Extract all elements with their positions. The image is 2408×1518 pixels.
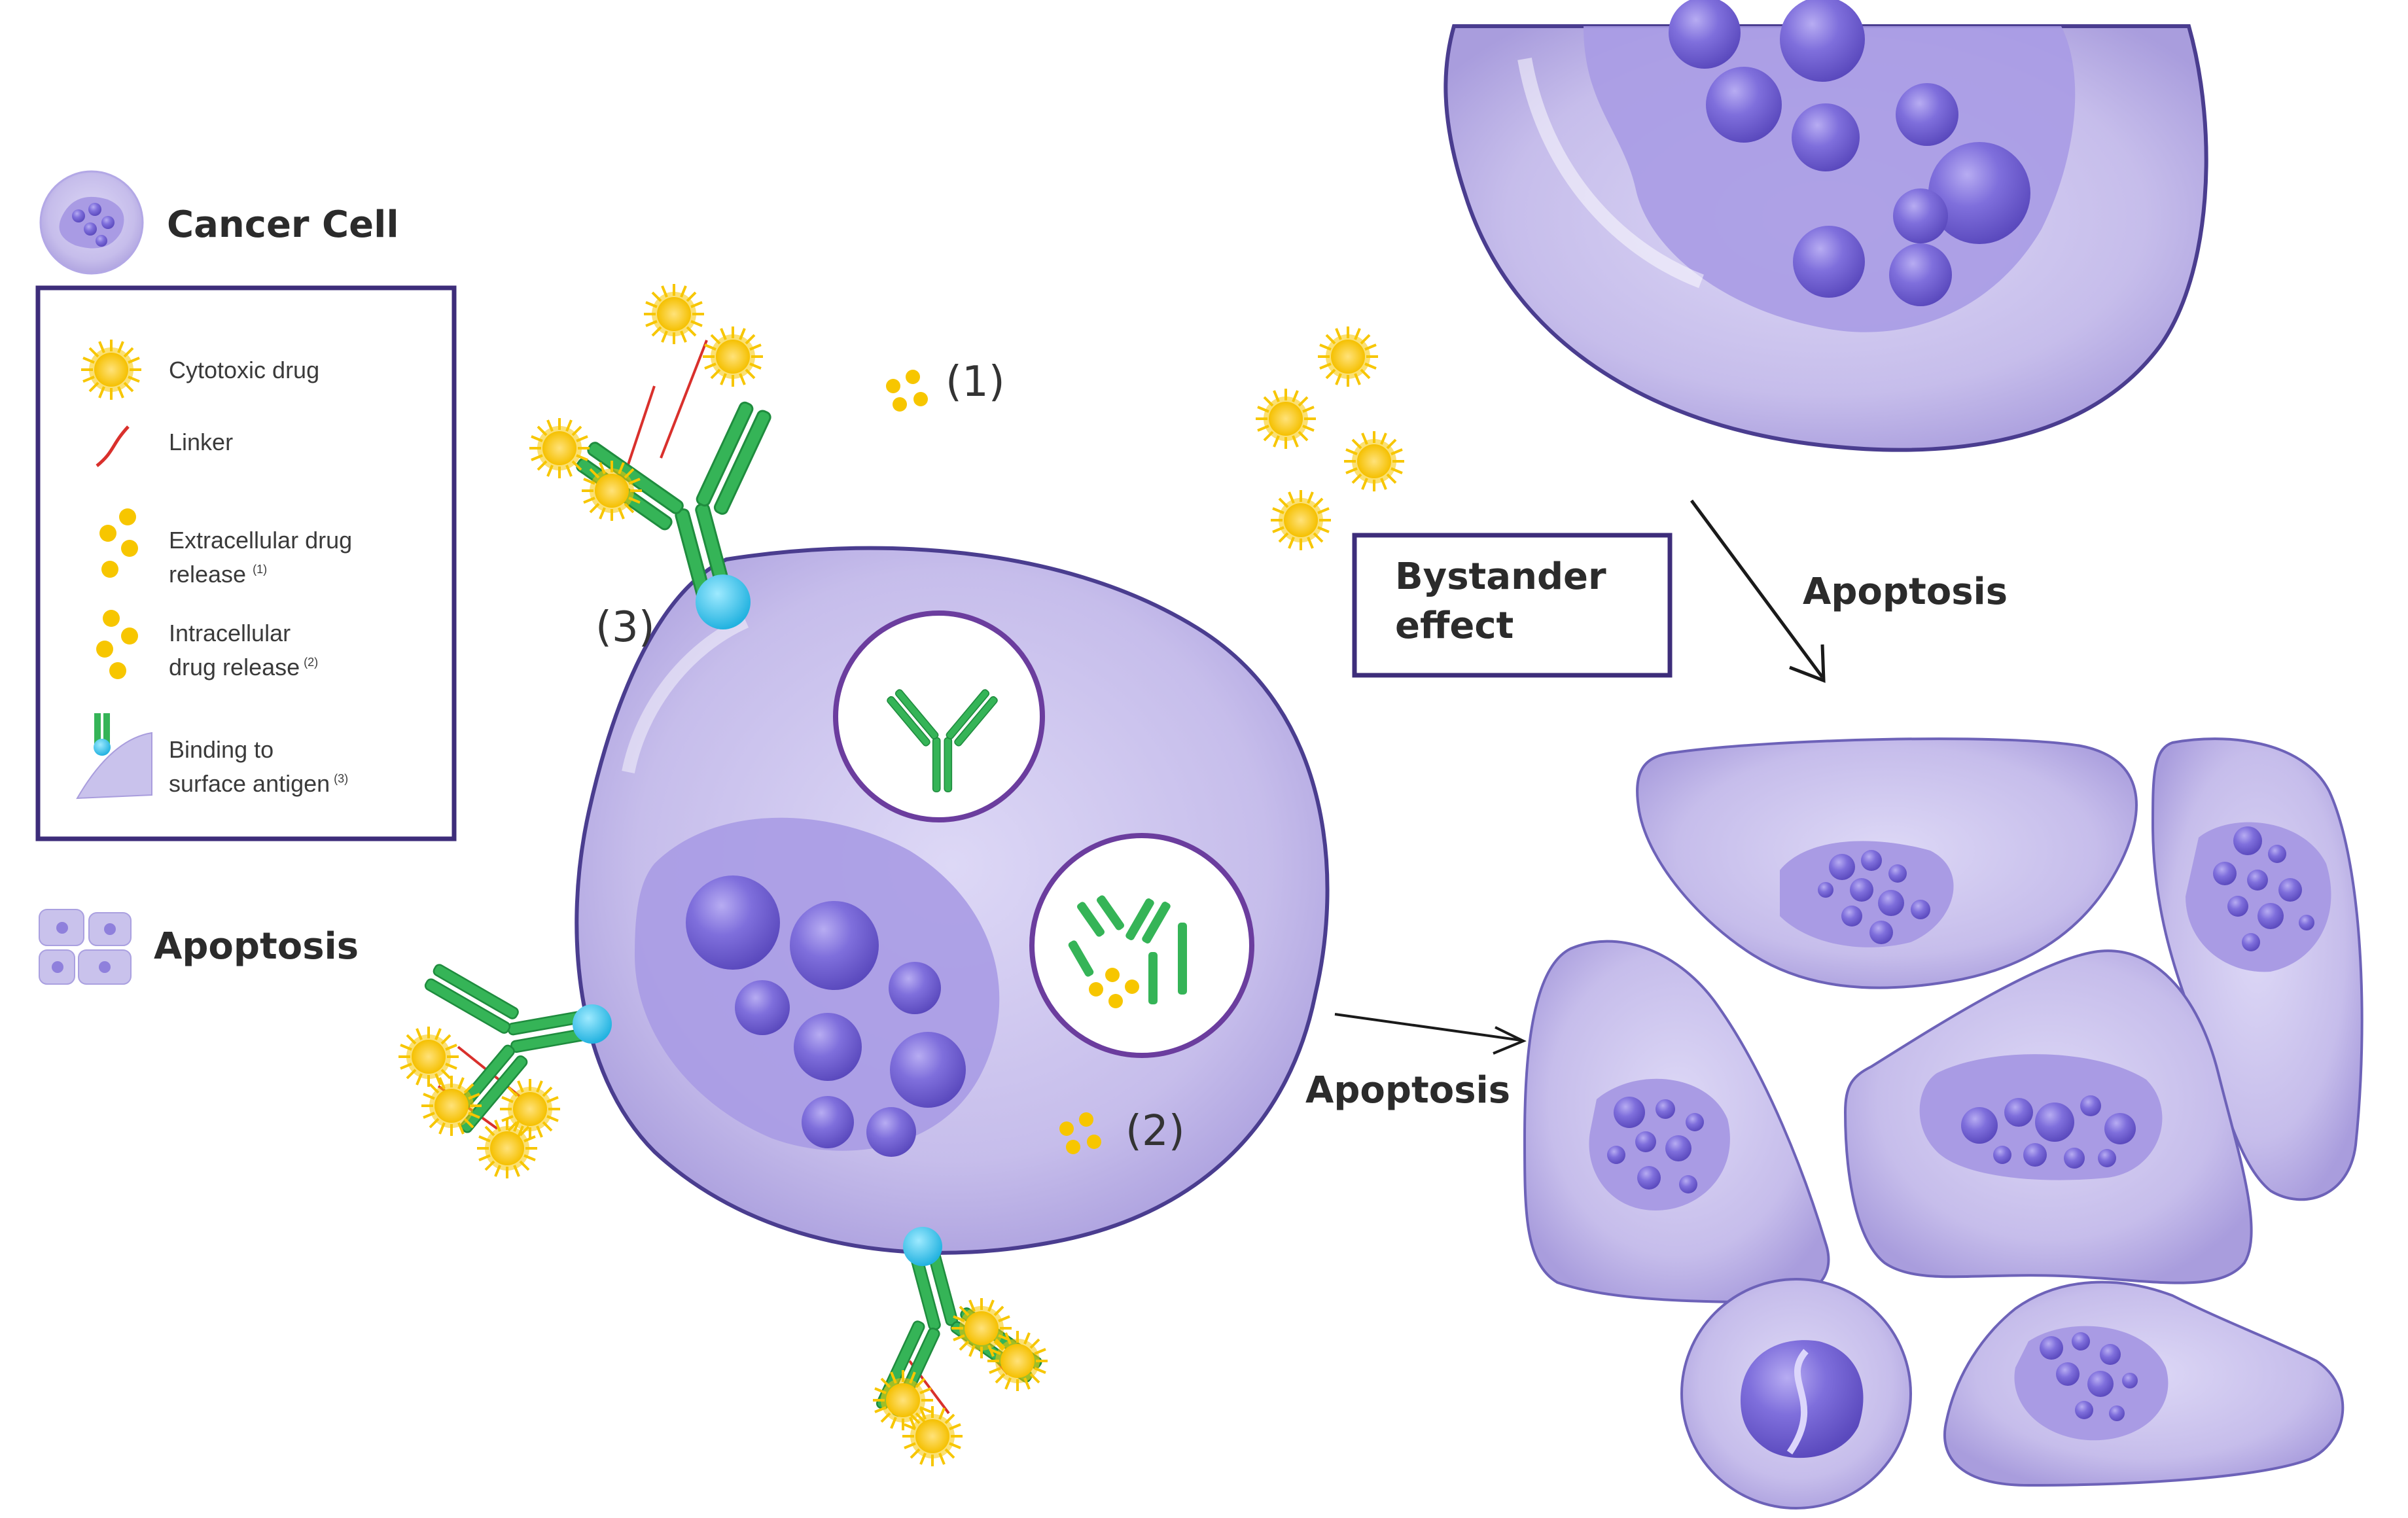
- arrow-to-apoptosis-middle: [1334, 1013, 1527, 1055]
- apoptotic-nuclei-granules: [1607, 826, 2314, 1421]
- bystander-effect-line2: effect: [1395, 605, 1514, 647]
- legend: Cancer Cell Cytotoxic drug Linker Extrac…: [35, 170, 457, 985]
- apoptotic-cells: [1523, 737, 2364, 1509]
- bystander-effect-line1: Bystander: [1395, 556, 1606, 598]
- lysosome-vesicle: [1029, 833, 1254, 1058]
- free-drug-icon: [1343, 430, 1406, 493]
- extracellular-drug-dots: [886, 370, 928, 412]
- svg-text:surface antigen(3): surface antigen (3): [169, 770, 348, 797]
- adc-bottom: [838, 1223, 1049, 1468]
- apoptosis-top-label: Apoptosis: [1803, 571, 2008, 613]
- legend-cancer-cell-icon: [39, 170, 144, 275]
- legend-item-extracellular-sup: (1): [253, 563, 267, 576]
- legend-item-intracellular-line1: Intracellular: [169, 620, 291, 646]
- legend-cancer-cell-label: Cancer Cell: [167, 203, 399, 246]
- adc-left: [397, 938, 612, 1180]
- bystander-effect-box: [1352, 533, 1673, 678]
- linker-icon: [96, 425, 130, 467]
- arrow-to-apoptosis-top: [1690, 499, 1826, 683]
- legend-item-extracellular-line2: release: [169, 561, 246, 588]
- degraded-antibody-fragments: [1068, 895, 1187, 1008]
- binding-antigen-icon: [76, 713, 152, 800]
- main-cancer-cell: [575, 546, 1330, 1255]
- free-drug-icon: [1317, 325, 1379, 388]
- endosome-vesicle: [833, 610, 1045, 822]
- legend-item-binding-line2: surface antigen: [169, 770, 330, 797]
- svg-text:drug release(2): drug release (2): [169, 654, 318, 680]
- surface-antigen: [573, 1004, 612, 1044]
- legend-item-extracellular-line1: Extracellular drug: [169, 527, 352, 554]
- adc-top: [528, 283, 817, 629]
- marker-three: (3): [595, 603, 655, 652]
- surface-antigen: [696, 574, 751, 629]
- legend-apoptosis-label: Apoptosis: [154, 925, 359, 968]
- intracellular-release-icon: [96, 610, 138, 679]
- surface-antigen: [903, 1227, 942, 1266]
- marker-two: (2): [1125, 1107, 1185, 1156]
- apoptosis-middle-label: Apoptosis: [1305, 1069, 1510, 1112]
- legend-item-binding-sup: (3): [334, 772, 348, 785]
- cytotoxic-drug-icon: [80, 338, 143, 401]
- legend-apoptosis-icon: [39, 909, 132, 985]
- free-drug-icon: [1254, 387, 1317, 450]
- extracellular-release-icon: [99, 508, 138, 578]
- bystander-cancer-cell: [1443, 0, 2208, 452]
- marker-one: (1): [946, 358, 1005, 406]
- legend-item-intracellular-line2: drug release: [169, 654, 300, 680]
- svg-text:release(1): release (1): [169, 561, 267, 588]
- legend-item-linker: Linker: [169, 429, 233, 455]
- free-drug-icon: [1269, 489, 1332, 552]
- legend-item-intracellular-sup: (2): [304, 656, 318, 669]
- legend-item-binding-line1: Binding to: [169, 736, 274, 763]
- legend-item-cytotoxic-drug: Cytotoxic drug: [169, 357, 319, 383]
